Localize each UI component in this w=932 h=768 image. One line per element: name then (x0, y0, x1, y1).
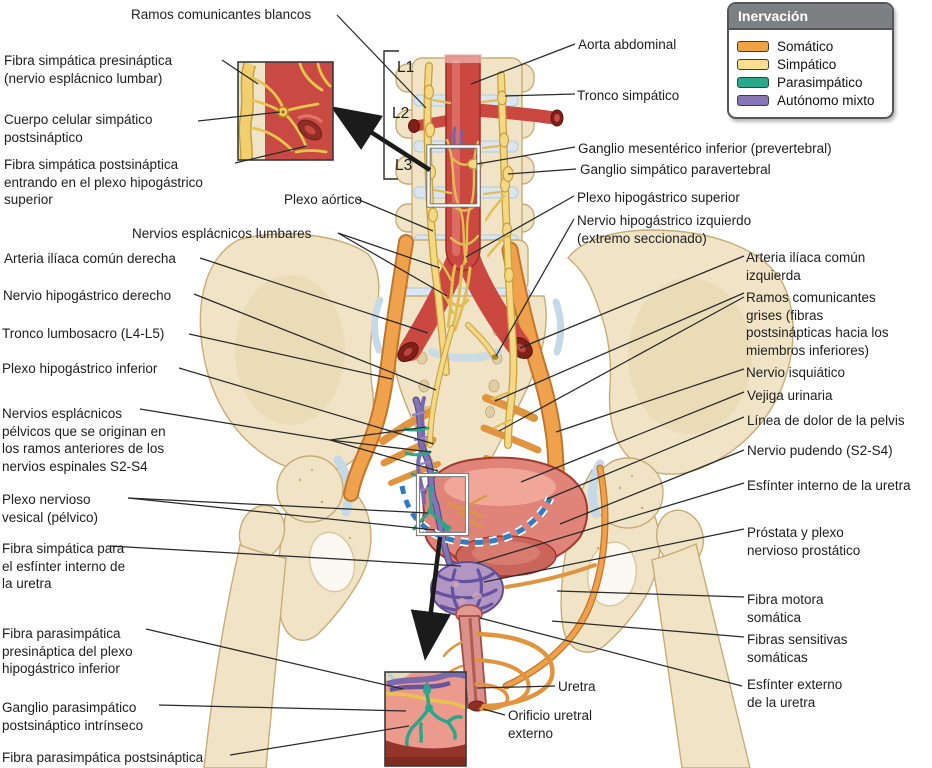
label-plexo-nervioso-vesical: Plexo nervioso vesical (pélvico) (2, 492, 99, 525)
label-arteria-iliaca-izquierda: Arteria ilíaca común izquierda (746, 250, 866, 283)
label-fibra-simpatica-presinaptica: Fibra simpática presináptica (nervio esp… (4, 53, 173, 86)
label-esfinter-interno: Esfínter interno de la uretra (747, 478, 911, 493)
legend-title: Inervación (729, 4, 892, 30)
legend-item-label: Simpático (777, 56, 837, 72)
label-fibra-simpatica-esfinter: Fibra simpática para el esfínter interno… (2, 541, 126, 591)
legend-item-label: Parasimpático (777, 74, 863, 90)
label-fibra-parasimpatica-postsinaptica: Fibra parasimpática postsináptica (2, 750, 204, 765)
parasympathetic-color-swatch (737, 76, 769, 88)
label-nervio-pudendo: Nervio pudendo (S2-S4) (747, 443, 893, 458)
label-plexo-hipogastrico-superior: Plexo hipogástrico superior (577, 190, 740, 205)
legend-item-parasimpatico: Parasimpático (737, 73, 884, 91)
label-tronco-lumbosacro: Tronco lumbosacro (L4-L5) (2, 326, 165, 341)
spine-level-l3: L3 (395, 157, 413, 174)
pelvic-pain-line (397, 485, 554, 547)
label-arteria-iliaca-derecha: Arteria ilíaca común derecha (4, 251, 176, 266)
label-fibras-sensitivas-somaticas: Fibras sensitivas somáticas (747, 632, 848, 665)
label-aorta-abdominal: Aorta abdominal (578, 37, 677, 52)
sympathetic-trunks-and-plexuses (423, 62, 518, 449)
legend-body: Somático Simpático Parasimpático Autónom… (729, 30, 892, 117)
label-ganglio-simpatico-paravertebral: Ganglio simpático paravertebral (580, 162, 771, 177)
highlight-box-bladder (415, 472, 470, 537)
label-linea-de-dolor: Línea de dolor de la pelvis (747, 413, 905, 428)
label-fibra-motora-somatica: Fibra motora somática (747, 592, 824, 625)
label-nervio-isquiatico: Nervio isquiático (746, 365, 846, 380)
legend-item-label: Somático (777, 38, 834, 54)
label-prostata: Próstata y plexo nervioso prostático (747, 525, 861, 558)
inset-parasympathetic-detail (384, 671, 467, 767)
label-nervios-esplacnicos-lumbares: Nervios esplácnicos lumbares (132, 226, 312, 241)
label-ganglio-parasimpatico: Ganglio parasimpático postsináptico intr… (2, 700, 144, 733)
label-nervio-hipogastrico-derecho: Nervio hipogástrico derecho (3, 288, 172, 303)
sympathetic-color-swatch (737, 58, 769, 70)
leader-lines (109, 14, 745, 756)
label-cuerpo-celular: Cuerpo celular simpático postsináptico (4, 112, 153, 145)
prostate-and-prostatic-plexus (430, 561, 504, 617)
label-ganglio-mesenterico: Ganglio mesentérico inferior (prevertebr… (578, 141, 832, 156)
spine-level-l2: L2 (392, 105, 410, 122)
label-tronco-simpatico: Tronco simpático (577, 88, 680, 103)
legend-item-simpatico: Simpático (737, 55, 884, 73)
label-ramos-comunicantes-grises: Ramos comunicantes grises (fibras postsi… (746, 290, 889, 358)
legend-item-autonomo-mixto: Autónomo mixto (737, 91, 884, 109)
legend-item-somatico: Somático (737, 37, 884, 55)
mixed-autonomic-color-swatch (737, 94, 769, 106)
inset-sympathetic-detail (237, 61, 334, 161)
spine-level-l1: L1 (397, 59, 415, 76)
label-nervio-hipogastrico-izquierdo: Nervio hipogástrico izquierdo (extremo s… (577, 213, 752, 246)
label-esfinter-externo: Esfínter externo de la uretra (747, 677, 843, 710)
label-uretra: Uretra (558, 679, 596, 694)
innervation-legend: Inervación Somático Simpático Parasimpát… (727, 2, 894, 119)
legend-item-label: Autónomo mixto (777, 92, 875, 108)
label-fibra-parasimpatica-presinaptica: Fibra parasimpática presináptica del ple… (2, 626, 133, 676)
label-ramos-comunicantes-blancos: Ramos comunicantes blancos (131, 7, 312, 22)
highlight-box-lumbar (426, 144, 481, 208)
label-orificio-uretral-externo: Orificio uretral externo (508, 708, 593, 741)
label-vejiga-urinaria: Vejiga urinaria (747, 388, 833, 403)
label-fibra-simpatica-postsinaptica: Fibra simpática postsináptica entrando e… (4, 157, 203, 207)
spine-level-bracket (383, 50, 399, 180)
magnify-arrow-lower (410, 536, 451, 661)
label-plexo-hipogastrico-inferior: Plexo hipogástrico inferior (2, 361, 158, 376)
label-plexo-aortico: Plexo aórtico (284, 192, 363, 207)
somatic-color-swatch (737, 40, 769, 52)
label-nervios-esplacnicos-pelvicos: Nervios esplácnicos pélvicos que se orig… (2, 406, 166, 474)
